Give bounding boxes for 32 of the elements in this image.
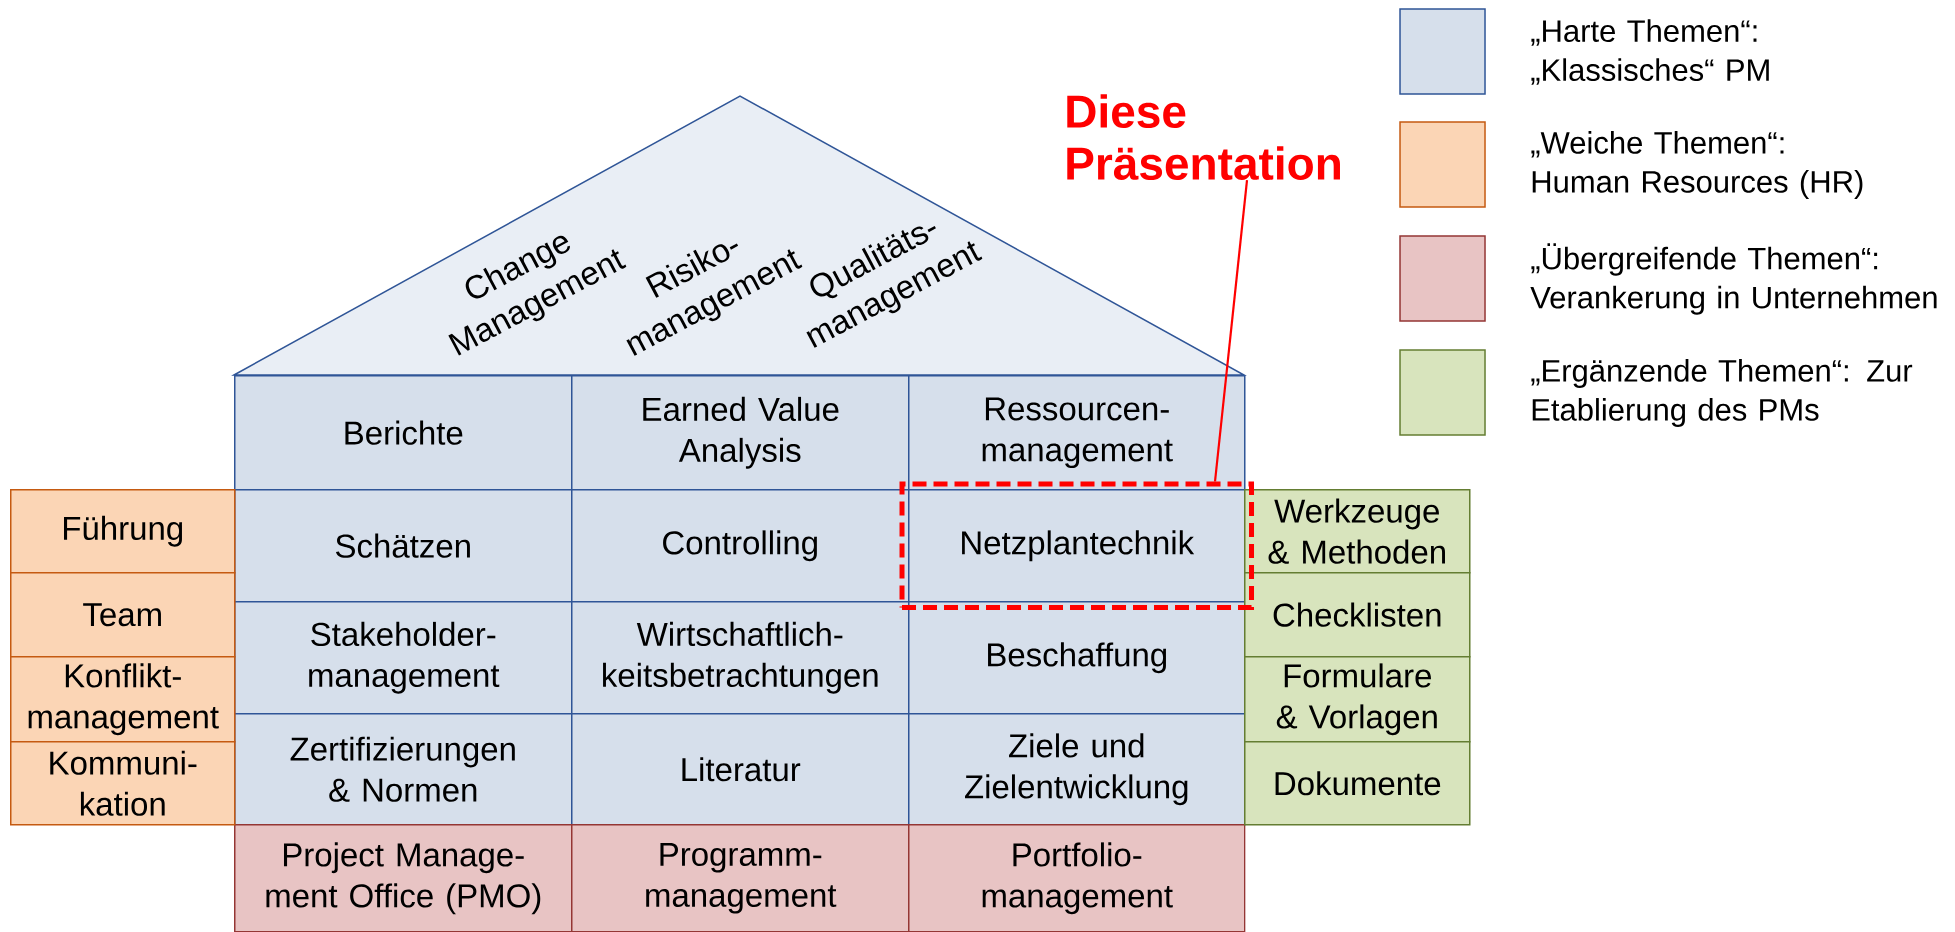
topic-cell: Checklisten [1244, 572, 1471, 658]
topic-cell: Stakeholder- management [234, 601, 573, 715]
leader-line [1213, 180, 1249, 482]
topic-cell: Berichte [234, 375, 573, 491]
topic-cell: Führung [10, 489, 236, 574]
topic-cell: Beschaffung [908, 601, 1246, 715]
callout-text: Diese Präsentation [1067, 94, 1340, 180]
topic-cell: Literatur [571, 713, 910, 826]
topic-cell: Konflikt- management [10, 656, 236, 743]
legend-text: „Weiche Themen“: Human Resources (HR) [1531, 131, 1863, 199]
legend-text: „Übergreifende Themen“: Verankerung in Unternehmen [1530, 243, 1937, 315]
topic-cell: Controlling [571, 489, 910, 603]
topic-cell: Schätzen [234, 489, 573, 603]
topic-cell: Ziele und Zielentwicklung [908, 713, 1246, 826]
node-label: Programm- management [646, 842, 837, 914]
highlight-frame [899, 481, 1254, 610]
topic-cell: Formulare & Vorlagen [1244, 656, 1471, 743]
legend-text: „Harte Themen“: „Klassisches“ PM [1531, 19, 1769, 85]
topic-cell: Kommuni- kation [10, 741, 236, 826]
topic-cell: Team [10, 572, 236, 658]
topic-cell: Project Manage- ment Office (PMO) [234, 824, 573, 932]
topic-cell: Ressourcen- management [908, 375, 1246, 491]
topic-cell: Programm- management [571, 824, 910, 932]
topic-cell: Earned Value Analysis [571, 375, 910, 491]
node-label: Project Manage- ment Office (PMO) [266, 842, 541, 915]
topic-cell: Wirtschaftlich- keitsbetrachtungen [571, 601, 910, 715]
topic-cell: Zertifizierungen & Normen [234, 713, 573, 826]
topic-cell: Dokumente [1244, 741, 1471, 826]
legend-text: „Ergänzende Themen“: Zur Etablierung des PMs [1531, 359, 1913, 427]
topic-cell: Portfolio- management [908, 824, 1246, 932]
topic-cell: Netzplantechnik [908, 489, 1246, 603]
topic-cell: Werkzeuge & Methoden [1244, 489, 1471, 574]
